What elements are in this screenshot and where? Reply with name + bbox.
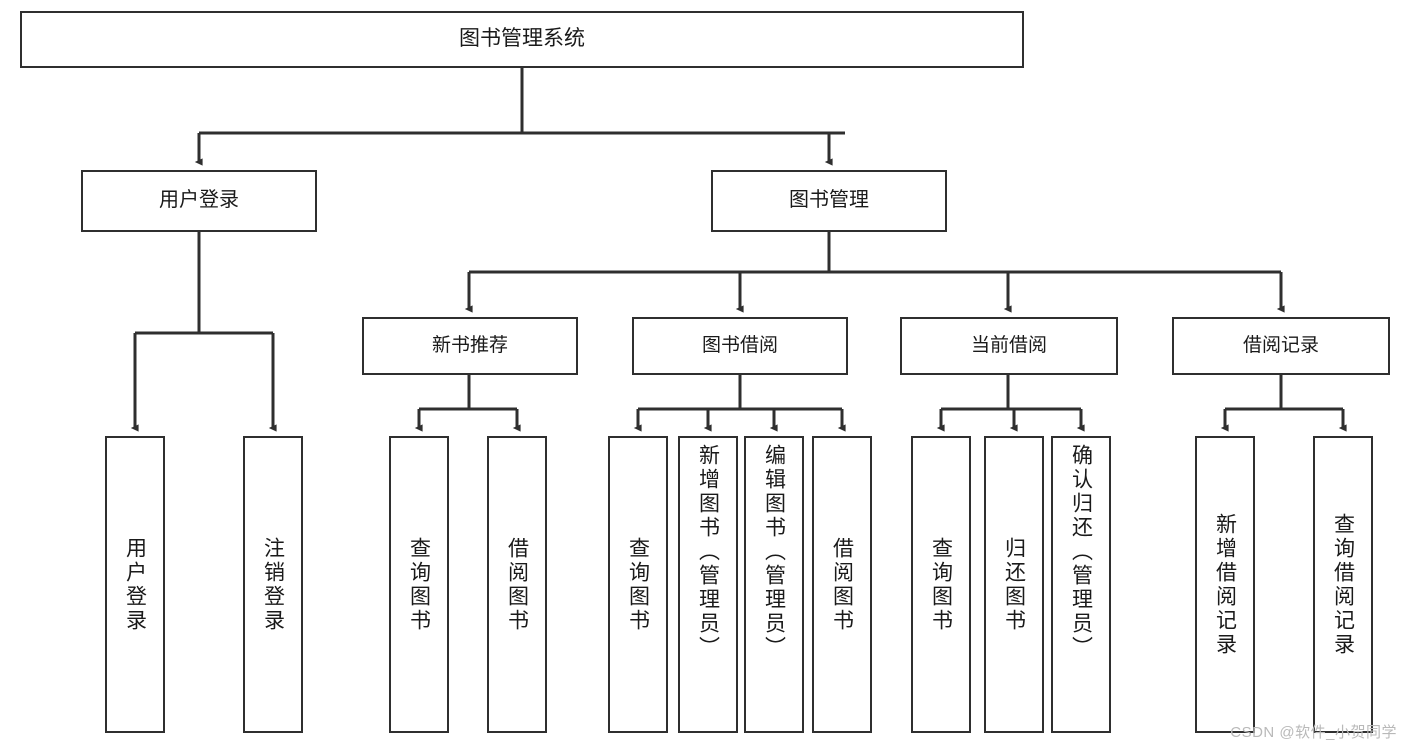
- node-leaf-confirm-return-admin[interactable]: 确认归还（管理员）: [1051, 436, 1111, 733]
- node-label: 图书管理: [789, 189, 869, 212]
- node-leaf-edit-book-admin[interactable]: 编辑图书（管理员）: [744, 436, 804, 733]
- node-label: 当前借阅: [970, 334, 1047, 356]
- node-leaf-query-borrow-record[interactable]: 查询借阅记录: [1313, 436, 1373, 733]
- node-leaf-user-login[interactable]: 用户登录: [105, 436, 165, 733]
- csdn-watermark: CSDN @软件_小贺同学: [1230, 724, 1397, 741]
- node-leaf-query-book-borrowing[interactable]: 查询图书: [608, 436, 668, 733]
- node-label: 图书管理系统: [459, 27, 585, 51]
- node-label: 借阅记录: [1242, 334, 1319, 356]
- node-label: 新书推荐: [431, 334, 508, 356]
- node-system-root[interactable]: 图书管理系统: [20, 11, 1024, 68]
- node-label: 确认归还（管理员）: [1069, 444, 1093, 660]
- node-current-borrowing[interactable]: 当前借阅: [900, 317, 1118, 375]
- node-label: 查询借阅记录: [1331, 512, 1355, 657]
- node-leaf-return-book[interactable]: 归还图书: [984, 436, 1044, 733]
- node-leaf-borrow-book-borrowing[interactable]: 借阅图书: [812, 436, 872, 733]
- node-label: 用户登录: [123, 536, 147, 633]
- node-new-book-recommendation[interactable]: 新书推荐: [362, 317, 578, 375]
- node-label: 图书借阅: [701, 334, 778, 356]
- node-label: 编辑图书（管理员）: [762, 444, 786, 660]
- node-label: 新增图书（管理员）: [696, 444, 720, 660]
- node-book-borrowing[interactable]: 图书借阅: [632, 317, 848, 375]
- node-label: 借阅图书: [505, 536, 529, 633]
- node-label: 归还图书: [1002, 536, 1026, 633]
- node-user-login[interactable]: 用户登录: [81, 170, 317, 232]
- node-leaf-query-book-recommendation[interactable]: 查询图书: [389, 436, 449, 733]
- node-label: 借阅图书: [830, 536, 854, 633]
- node-label: 新增借阅记录: [1213, 512, 1237, 657]
- node-label: 查询图书: [626, 536, 650, 633]
- node-borrowing-record[interactable]: 借阅记录: [1172, 317, 1390, 375]
- node-leaf-query-book-current[interactable]: 查询图书: [911, 436, 971, 733]
- node-book-management[interactable]: 图书管理: [711, 170, 947, 232]
- node-leaf-add-borrow-record[interactable]: 新增借阅记录: [1195, 436, 1255, 733]
- node-label: 注销登录: [261, 536, 285, 633]
- node-label: 用户登录: [159, 189, 239, 212]
- node-leaf-user-logout[interactable]: 注销登录: [243, 436, 303, 733]
- node-label: 查询图书: [407, 536, 431, 633]
- node-leaf-add-book-admin[interactable]: 新增图书（管理员）: [678, 436, 738, 733]
- node-leaf-borrow-book-recommendation[interactable]: 借阅图书: [487, 436, 547, 733]
- node-label: 查询图书: [929, 536, 953, 633]
